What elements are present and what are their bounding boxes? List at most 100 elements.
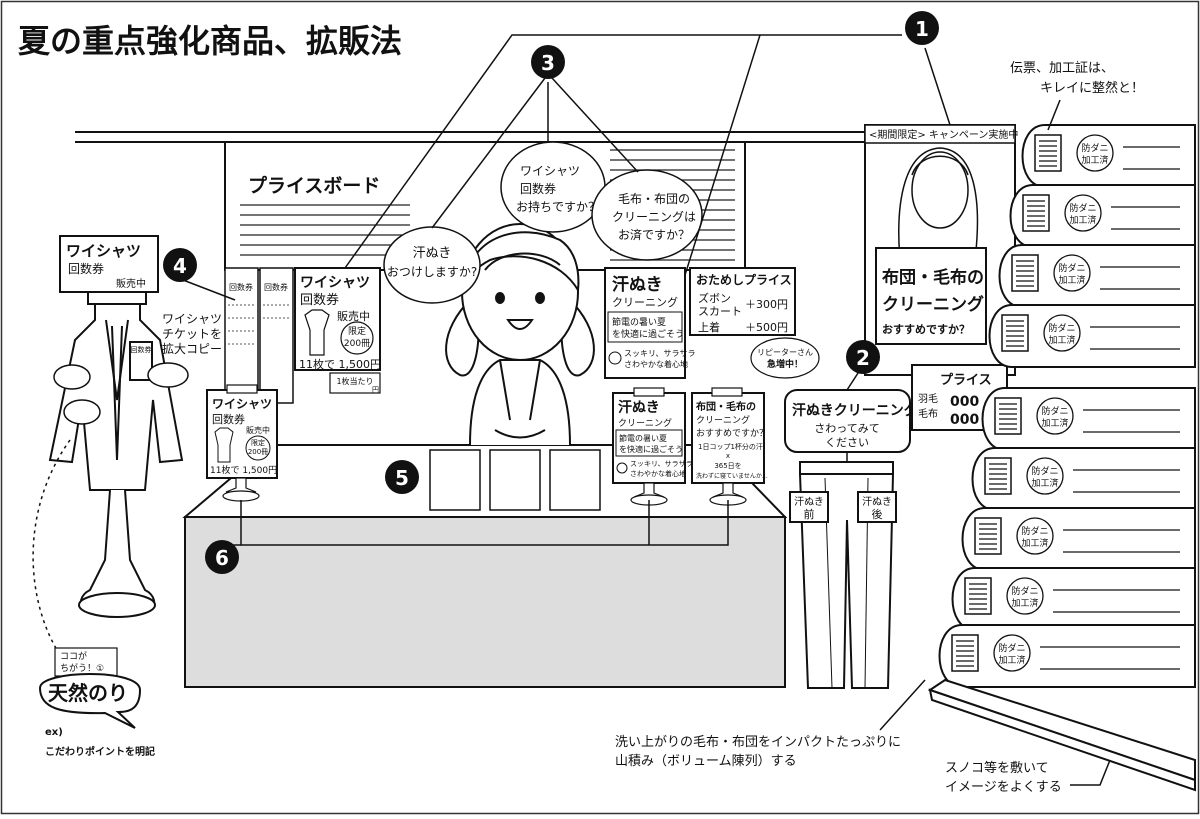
anti-mite-badge [1076, 134, 1114, 172]
svg-text:汗ぬき: 汗ぬき [618, 399, 660, 416]
svg-text:限定: 限定 [251, 438, 265, 447]
svg-text:ワイシャツ: ワイシャツ [520, 164, 580, 178]
anti-mite-label: 防ダニ [1081, 142, 1108, 154]
svg-text:回数券: 回数券 [229, 282, 253, 292]
svg-text:000: 000 [950, 412, 979, 428]
svg-text:11枚で 1,500円: 11枚で 1,500円 [299, 357, 381, 371]
svg-text:後: 後 [872, 507, 883, 521]
svg-text:汗ぬきクリーニング: 汗ぬきクリーニング [792, 402, 918, 419]
anti-mite-badge [1064, 194, 1102, 232]
pants-tag-after: 汗ぬき [862, 495, 892, 508]
anti-mite-badge [1026, 457, 1064, 495]
shirt-ticket-stand: ワイシャツ 回数券 販売中 限定 200冊 11枚で 1,500円 [206, 384, 278, 502]
anti-mite-badge [1006, 577, 1044, 615]
sunoko-note-1: スノコ等を敷いて [945, 760, 1049, 776]
callout-lines [169, 34, 951, 546]
marker-6: 6 [205, 540, 239, 574]
svg-text:クリーニング: クリーニング [612, 295, 678, 309]
svg-text:おすすめですか？: おすすめですか？ [882, 323, 970, 336]
svg-text:お持ちですか？: お持ちですか？ [516, 199, 600, 214]
svg-text:お済ですか？: お済ですか？ [618, 227, 690, 242]
anti-mite-label: 防ダニ [1021, 525, 1048, 537]
svg-text:さわやかな着心地: さわやかな着心地 [630, 469, 686, 478]
svg-text:スッキリ、サラサラ: スッキリ、サラサラ [630, 460, 693, 468]
svg-text:布団・毛布の: 布団・毛布の [696, 400, 756, 413]
svg-text:回数券: 回数券 [68, 261, 104, 276]
svg-text:布団・毛布の: 布団・毛布の [882, 267, 984, 288]
svg-text:ワイシャツ: ワイシャツ [300, 275, 370, 291]
sweat-cleaning-poster: 汗ぬき クリーニング 節電の暑い夏 を快適に過ごそう スッキリ、サラサラ さわや… [604, 267, 696, 379]
svg-text:200冊: 200冊 [344, 338, 370, 349]
ex-note-label: ex) [45, 727, 63, 738]
svg-text:クリーニング: クリーニング [618, 417, 672, 429]
svg-text:羽毛: 羽毛 [918, 393, 938, 405]
anti-mite-label: 防ダニ [1069, 202, 1096, 214]
svg-text:毛布: 毛布 [918, 408, 938, 420]
svg-text:さわやかな着心地: さわやかな着心地 [624, 359, 688, 369]
svg-text:おすすめですか？: おすすめですか？ [696, 428, 768, 439]
svg-text:ワイシャツ: ワイシャツ [162, 312, 222, 326]
anti-mite-label: 加工済 [1021, 537, 1048, 549]
anti-mite-label: 加工済 [1041, 417, 1068, 429]
ticket-stubs: 回数券 回数券 [224, 267, 294, 404]
ex-note-text: こだわりポイントを明記 [45, 745, 155, 758]
svg-text:＋300円: ＋300円 [745, 298, 788, 311]
svg-text:毛布・布団の: 毛布・布団の [618, 192, 690, 206]
number-markers: 1 2 3 4 5 6 [163, 11, 939, 574]
svg-text:汗ぬき: 汗ぬき [413, 246, 452, 261]
marker-4: 4 [163, 248, 197, 282]
anti-mite-label: 防ダニ [998, 642, 1025, 654]
bubble-blanket: 毛布・布団の クリーニングは お済ですか？ [591, 169, 703, 261]
touch-sign: 汗ぬきクリーニング さわってみて ください [784, 389, 918, 462]
pants-tag-before: 汗ぬき [794, 495, 824, 508]
svg-text:おためしプライス: おためしプライス [696, 272, 792, 287]
svg-text:上着: 上着 [698, 320, 720, 334]
svg-text:おつけしますか?: おつけしますか? [387, 265, 477, 279]
svg-text:ワイシャツ: ワイシャツ [66, 242, 141, 260]
sunoko-base [927, 678, 1196, 792]
voucher-note-2: キレイに整然と！ [1040, 80, 1144, 96]
anti-mite-label: 加工済 [1031, 477, 1058, 489]
svg-text:急増中！: 急増中！ [767, 358, 803, 370]
pile-note-1: 洗い上がりの毛布・布団をインパクトたっぷりに [615, 735, 901, 750]
anti-mite-label: 防ダニ [1058, 262, 1085, 274]
blanket-cleaning-stand: 布団・毛布の クリーニング おすすめですか？ 1日コップ1杯分の汗 x 365日… [691, 387, 768, 506]
svg-text:拡大コピー: 拡大コピー [162, 342, 222, 356]
svg-text:2: 2 [856, 346, 870, 370]
svg-text:スカート: スカート [698, 305, 742, 318]
anti-mite-label: 防ダニ [1048, 322, 1075, 334]
price-board-label: プライスボード [248, 174, 380, 197]
pants-display [789, 461, 897, 689]
bubble-sweat: 汗ぬき おつけしますか? [383, 226, 481, 304]
anti-mite-label: 防ダニ [1011, 585, 1038, 597]
svg-text:11枚で 1,500円: 11枚で 1,500円 [210, 464, 277, 476]
svg-text:節電の暑い夏: 節電の暑い夏 [612, 316, 666, 328]
anti-mite-label: 加工済 [1081, 154, 1108, 166]
svg-text:前: 前 [804, 507, 815, 521]
svg-text:回数券: 回数券 [212, 412, 245, 426]
svg-text:<期間限定> キャンペーン実施中: <期間限定> キャンペーン実施中 [869, 128, 1018, 141]
svg-text:を快適に過ごそう: を快適に過ごそう [619, 444, 683, 454]
svg-text:6: 6 [215, 546, 229, 570]
svg-text:1日コップ1杯分の汗: 1日コップ1杯分の汗 [698, 442, 763, 451]
svg-text:ワイシャツ: ワイシャツ [212, 397, 272, 411]
marker-2: 2 [846, 340, 880, 374]
svg-text:販売中: 販売中 [337, 310, 370, 323]
page-title: 夏の重点強化商品、拡販法 [18, 22, 402, 60]
trial-price-card: おためしプライス ズボン スカート ＋300円 上着 ＋500円 [689, 267, 796, 336]
svg-text:ください: ください [825, 436, 869, 449]
anti-mite-badge [1043, 314, 1081, 352]
svg-text:を快適に過ごそう: を快適に過ごそう [612, 328, 684, 340]
svg-text:x: x [726, 452, 730, 460]
anti-mite-label: 加工済 [1058, 274, 1085, 286]
svg-text:チケットを: チケットを [162, 327, 222, 341]
staff-woman [445, 223, 595, 446]
mannequin-bubbles [53, 362, 189, 425]
dotted-connector [32, 439, 71, 656]
mannequin [48, 282, 184, 618]
